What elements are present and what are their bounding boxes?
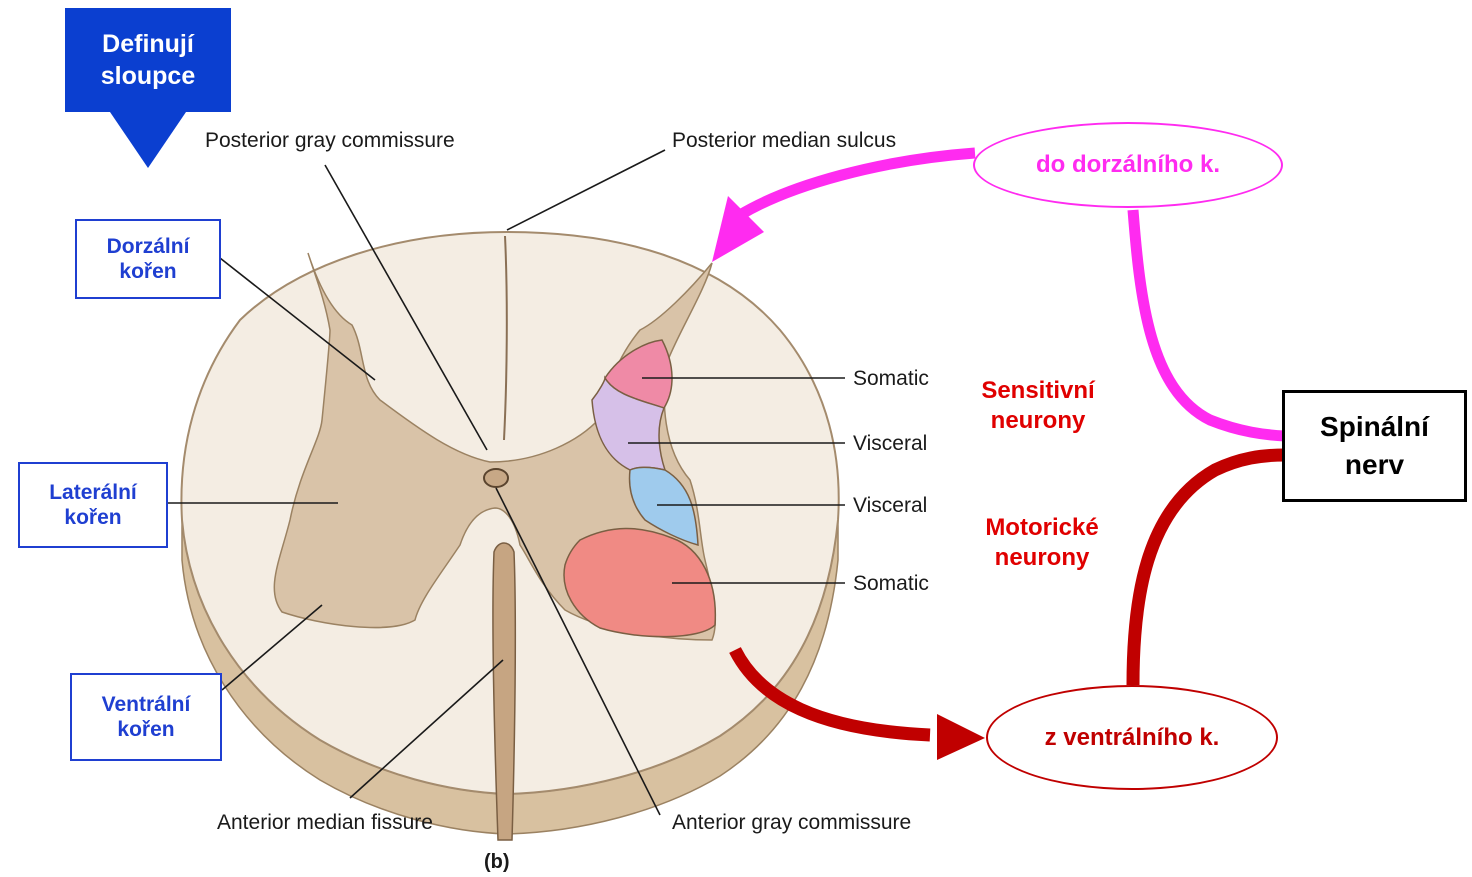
anterior-median-fissure bbox=[493, 543, 515, 840]
posterior-gray-commissure-label: Posterior gray commissure bbox=[205, 130, 455, 151]
lateral-root-label: Laterální kořen bbox=[18, 462, 168, 548]
dorsal-root-line-2: kořen bbox=[119, 259, 176, 284]
somatic-sensory-label: Somatic bbox=[853, 368, 929, 389]
somatic-motor-label: Somatic bbox=[853, 573, 929, 594]
dorsal-to-nerve-connector bbox=[1133, 210, 1285, 436]
panel-label: (b) bbox=[484, 852, 510, 872]
header-line-2: sloupce bbox=[65, 60, 231, 93]
motor-line-1: Motorické bbox=[962, 513, 1122, 543]
sensory-neurons-label: Sensitivní neurony bbox=[958, 376, 1118, 436]
central-canal bbox=[484, 469, 508, 487]
lateral-root-line-2: kořen bbox=[64, 505, 121, 530]
motor-line-2: neurony bbox=[962, 543, 1122, 573]
ventral-root-label: Ventrální kořen bbox=[70, 673, 222, 761]
anterior-median-fissure-label: Anterior median fissure bbox=[217, 812, 433, 833]
posterior-median-sulcus-label: Posterior median sulcus bbox=[672, 130, 896, 151]
ventral-root-line-1: Ventrální bbox=[102, 692, 191, 717]
anterior-gray-commissure-label: Anterior gray commissure bbox=[672, 812, 911, 833]
spinal-nerve-line-2: nerv bbox=[1285, 446, 1464, 484]
ventral-to-nerve-connector bbox=[1133, 455, 1285, 685]
sensory-line-1: Sensitivní bbox=[958, 376, 1118, 406]
column-definition-box: Definují sloupce bbox=[65, 8, 231, 112]
visceral-motor-label: Visceral bbox=[853, 495, 927, 516]
to-dorsal-root-oval: do dorzálního k. bbox=[973, 122, 1283, 208]
lateral-root-line-1: Laterální bbox=[49, 480, 137, 505]
header-line-1: Definují bbox=[65, 28, 231, 61]
dorsal-root-arrow bbox=[740, 153, 975, 215]
spinal-nerve-box: Spinální nerv bbox=[1282, 390, 1467, 502]
dorsal-root-label: Dorzální kořen bbox=[75, 219, 221, 299]
dorsal-root-line-1: Dorzální bbox=[107, 234, 190, 259]
ventral-root-arrowhead bbox=[937, 714, 985, 760]
from-ventral-root-oval: z ventrálního k. bbox=[986, 685, 1278, 790]
motor-neurons-label: Motorické neurony bbox=[962, 513, 1122, 573]
spinal-nerve-line-1: Spinální bbox=[1285, 408, 1464, 446]
header-down-arrow bbox=[110, 112, 186, 168]
visceral-sensory-label: Visceral bbox=[853, 433, 927, 454]
sensory-line-2: neurony bbox=[958, 406, 1118, 436]
leader-posterior-median-sulcus bbox=[507, 150, 665, 230]
ventral-root-line-2: kořen bbox=[117, 717, 174, 742]
